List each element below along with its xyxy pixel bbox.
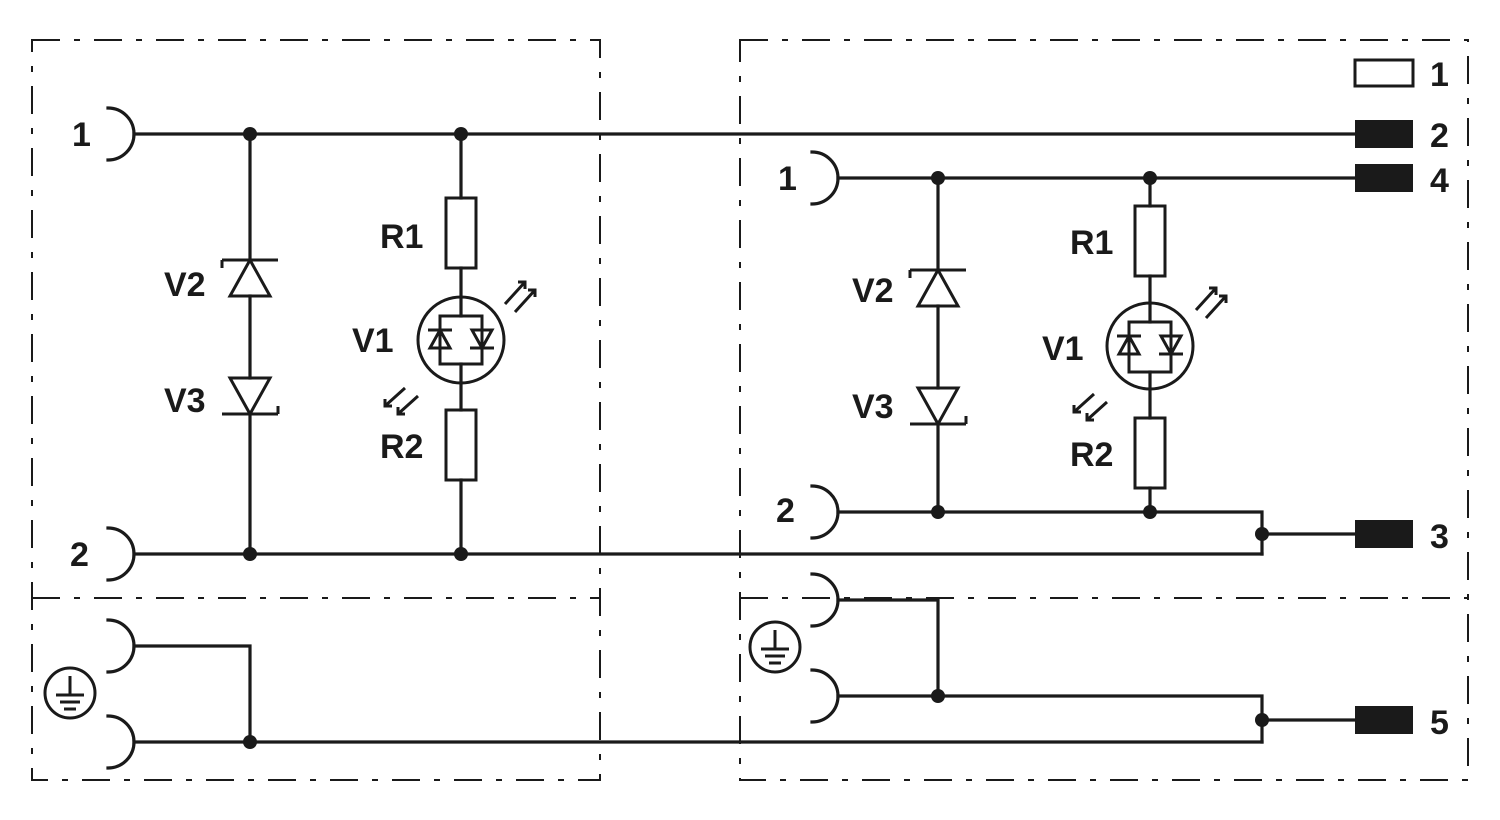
terminal-5 (1355, 706, 1413, 734)
socket-contact-pe-lower (810, 668, 840, 724)
terminal-4 (1355, 164, 1413, 192)
junction-dot (454, 127, 468, 141)
junction-dot (1143, 505, 1157, 519)
socket-contact-2 (810, 484, 840, 540)
terminal-4-label: 4 (1430, 162, 1449, 200)
zener-diode-v3-icon (910, 386, 968, 428)
junction-dot (1255, 527, 1269, 541)
terminal-block: 1 2 4 3 5 (1353, 56, 1449, 742)
left-v2-label: V2 (164, 266, 206, 304)
socket-contact-pe-upper (810, 572, 840, 628)
left-module: 1 2 V2 V3 R1 (43, 106, 1357, 770)
bottom-rail (836, 510, 1264, 556)
junction-dot (243, 735, 257, 749)
terminal-2 (1355, 120, 1413, 148)
zener-diode-v2-icon (908, 266, 966, 308)
pe-rail (836, 694, 1264, 744)
protective-earth-icon (43, 666, 97, 720)
zener-diode-v2-icon (220, 256, 278, 298)
left-contact-1-label: 1 (72, 116, 91, 154)
resistor-r1 (1133, 204, 1167, 278)
left-module-boundary (31, 39, 601, 781)
junction-dot (1143, 171, 1157, 185)
junction-dot (931, 689, 945, 703)
junction-dot (454, 547, 468, 561)
socket-contact-1 (106, 106, 136, 162)
socket-contact-1 (810, 150, 840, 206)
junction-dot (243, 127, 257, 141)
pe-wire (836, 598, 940, 698)
pe-wire (132, 644, 252, 744)
junction-dot (931, 171, 945, 185)
bicolor-led-v1-icon (383, 280, 537, 416)
left-r1-label: R1 (380, 218, 423, 256)
terminal-2-label: 2 (1430, 117, 1449, 155)
right-v3-label: V3 (852, 388, 894, 426)
terminal-1 (1353, 58, 1415, 88)
resistor-r1 (444, 196, 478, 270)
right-v2-label: V2 (852, 272, 894, 310)
socket-contact-pe-upper (106, 618, 136, 674)
resistor-r2 (444, 408, 478, 482)
junction-dot (931, 505, 945, 519)
protective-earth-icon (748, 620, 802, 674)
socket-contact-2 (106, 526, 136, 582)
right-r2-label: R2 (1070, 436, 1113, 474)
junction-dot (243, 547, 257, 561)
terminal-3 (1355, 520, 1413, 548)
left-v3-label: V3 (164, 382, 206, 420)
right-module-boundary (739, 39, 1469, 781)
resistor-r2 (1133, 416, 1167, 490)
junction-dot (1255, 713, 1269, 727)
right-module: 1 2 V2 V3 R1 (748, 150, 1357, 744)
left-r2-label: R2 (380, 428, 423, 466)
right-v1-label: V1 (1042, 330, 1084, 368)
right-r1-label: R1 (1070, 224, 1113, 262)
left-v1-label: V1 (352, 322, 394, 360)
terminal-3-label: 3 (1430, 518, 1449, 556)
terminal-5-label: 5 (1430, 704, 1449, 742)
right-contact-2-label: 2 (776, 492, 795, 530)
socket-contact-pe-lower (106, 714, 136, 770)
right-contact-1-label: 1 (778, 160, 797, 198)
zener-diode-v3-icon (222, 376, 280, 418)
left-contact-2-label: 2 (70, 536, 89, 574)
terminal-1-label: 1 (1430, 56, 1449, 94)
